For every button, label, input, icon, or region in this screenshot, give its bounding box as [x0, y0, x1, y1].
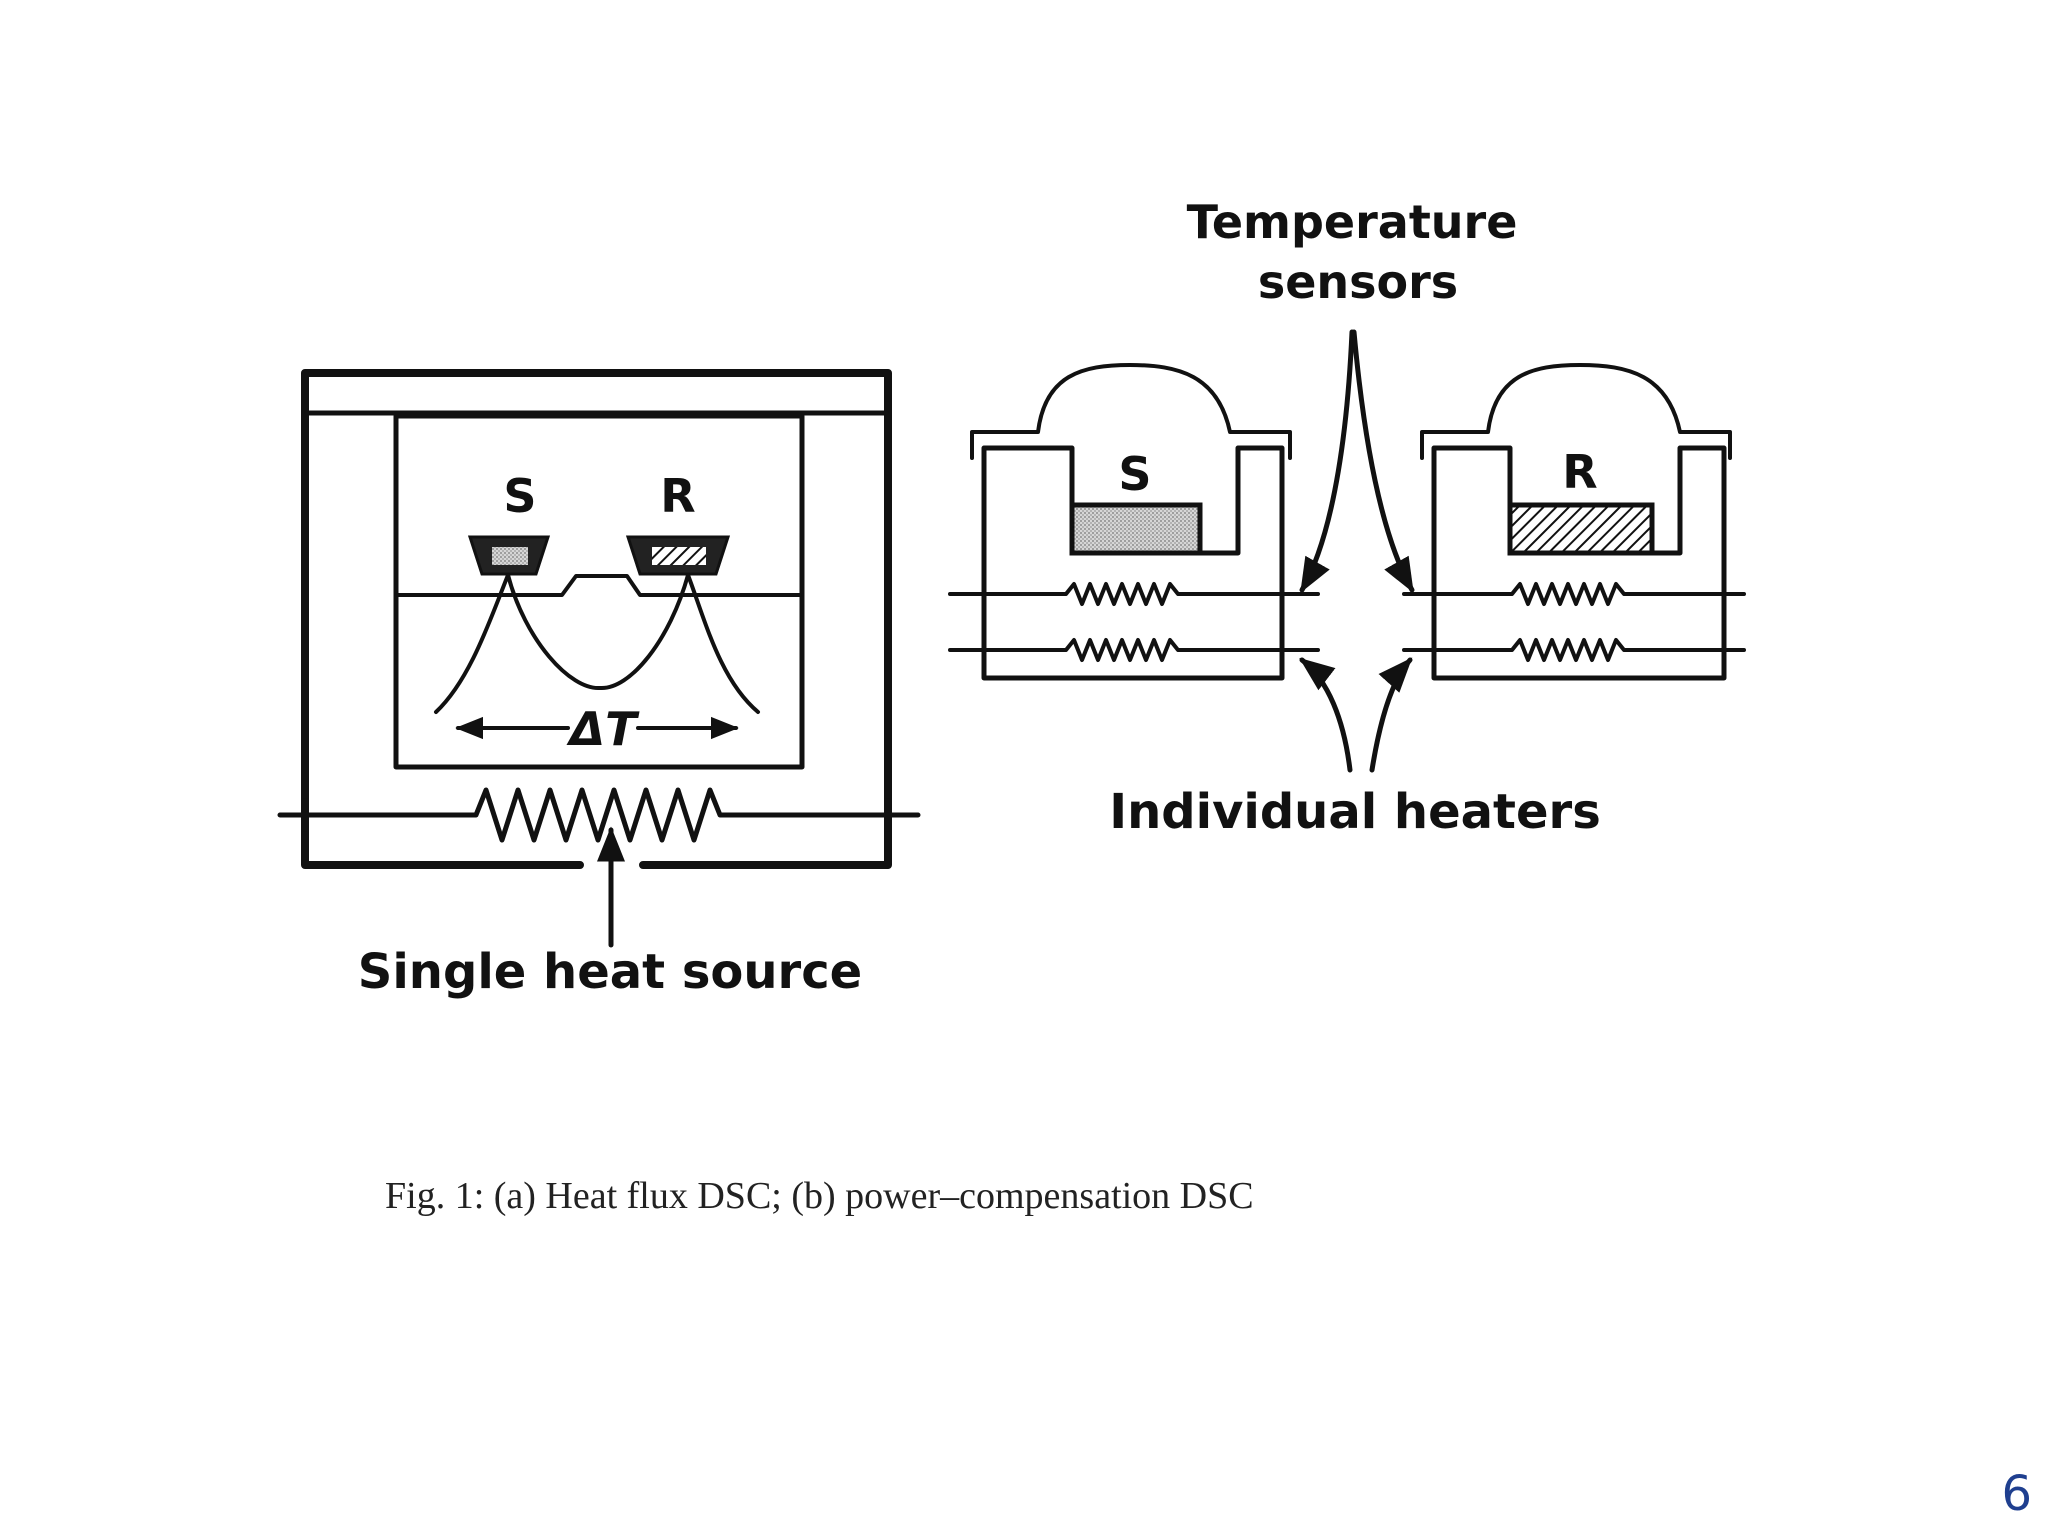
sample-label: S	[503, 469, 536, 523]
delta-t-label: ΔT	[566, 702, 641, 756]
sample-label-b: S	[1118, 447, 1151, 501]
inner-chamber	[393, 413, 805, 770]
thermocouple-wire-sample-left	[434, 573, 510, 714]
sample-material	[492, 547, 528, 565]
thermocouple-wire-reference-right	[686, 573, 760, 714]
reference-heater-wire	[1402, 638, 1746, 662]
furnace-outer-wall	[301, 369, 892, 869]
sample-sensor-wire	[948, 582, 1320, 606]
reference-holder	[1402, 363, 1746, 681]
single-heater-resistor	[277, 787, 921, 843]
reference-label: R	[660, 469, 695, 523]
temperature-sensors-label-line1: Temperature	[1187, 195, 1518, 249]
heater-pointer-right	[1369, 657, 1413, 773]
sample-holder-lid	[970, 363, 1292, 460]
reference-material	[652, 547, 706, 565]
sensor-platform	[396, 574, 802, 597]
power-compensation-dsc-diagram: S R Temperature sensors Individual heate…	[948, 195, 1746, 840]
sample-holder-body	[981, 445, 1285, 681]
page-number: 6	[2001, 1466, 2032, 1522]
temperature-sensors-label-line2: sensors	[1258, 255, 1458, 309]
sensor-pointer-right	[1351, 329, 1415, 594]
sample-holder	[948, 363, 1320, 681]
individual-heaters-label: Individual heaters	[1109, 784, 1601, 840]
reference-holder-body	[1431, 445, 1727, 681]
figure-caption: Fig. 1: (a) Heat flux DSC; (b) power–com…	[385, 1175, 1254, 1217]
sample-heater-wire	[948, 638, 1320, 662]
sensor-pointer-left	[1299, 329, 1355, 594]
heater-pointer-left	[1299, 657, 1353, 773]
reference-pan-b	[1507, 502, 1655, 556]
thermocouple-wire-junction	[506, 573, 690, 691]
reference-sensor-wire	[1402, 582, 1746, 606]
heat-flux-dsc-diagram: S R ΔT Single heat source	[277, 369, 921, 1000]
single-heat-source-label: Single heat source	[358, 944, 862, 1000]
reference-holder-lid	[1420, 363, 1732, 460]
sample-pan-b	[1069, 502, 1203, 556]
reference-label-b: R	[1562, 445, 1597, 499]
